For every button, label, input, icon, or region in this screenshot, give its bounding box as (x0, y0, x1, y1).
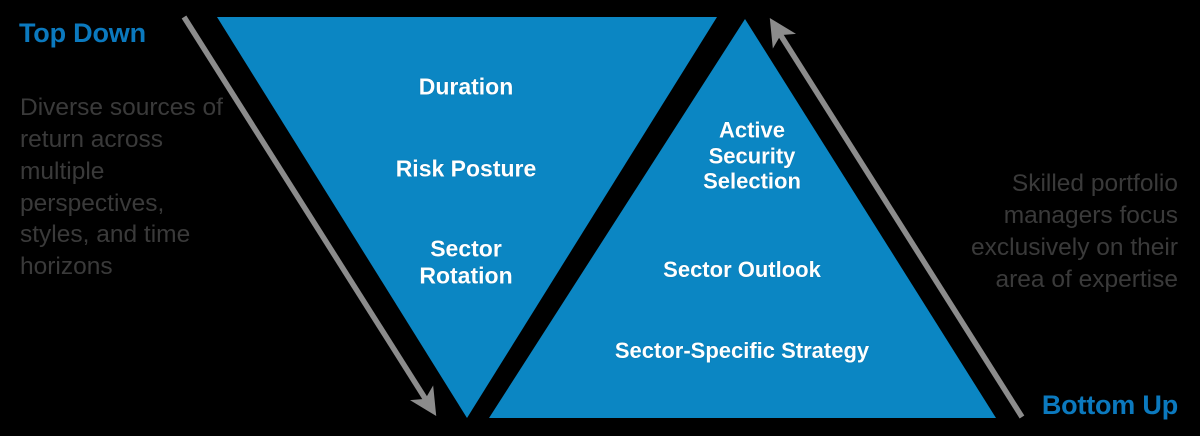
top-down-arrow-line (181, 15, 437, 417)
top-down-item-duration: Duration (418, 73, 514, 100)
top-down-description: Diverse sources of return across multipl… (20, 94, 223, 281)
top-down-item-risk-posture: Risk Posture (395, 155, 537, 182)
bottom-up-item-sector-specific-strategy: Sector-Specific Strategy (614, 338, 870, 364)
bottom-up-triangle-shape (489, 19, 996, 418)
bottom-up-item-sector-outlook: Sector Outlook (663, 257, 821, 283)
bottom-up-heading: Bottom Up (1041, 390, 1178, 420)
bottom-up-item-active-security-selection: Active Security Selection (703, 117, 801, 194)
top-down-item-sector-rotation: Sector Rotation (419, 235, 513, 288)
top-down-triangle-shape (217, 17, 717, 418)
bottom-up-arrow-line (769, 17, 1025, 419)
top-down-heading: Top Down (19, 18, 146, 48)
bottom-up-description: Skilled portfolio managers focus exclusi… (971, 170, 1178, 293)
